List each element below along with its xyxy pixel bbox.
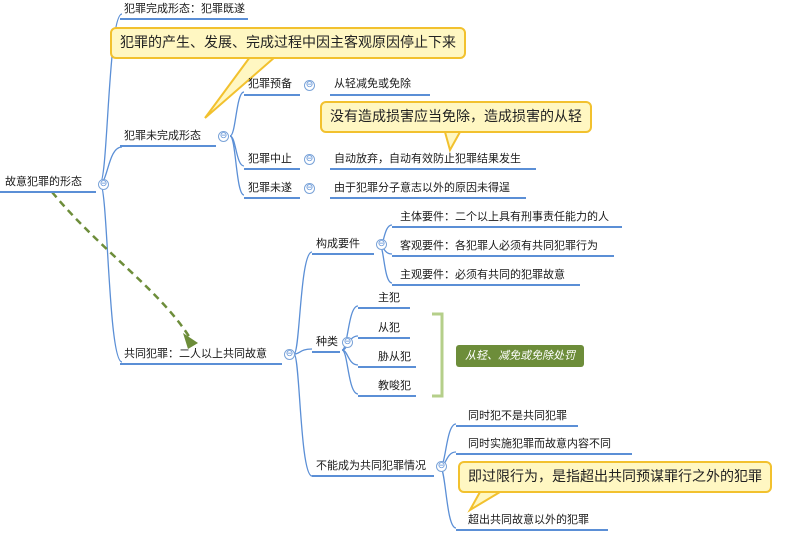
callout-incomplete-definition[interactable]: 犯罪的产生、发展、完成过程中因主客观原因停止下来 — [110, 27, 466, 59]
underline — [358, 307, 410, 309]
collapse-toggle-icon[interactable]: ⊖ — [342, 337, 353, 348]
underline — [244, 94, 300, 96]
collapse-toggle-icon[interactable]: ⊖ — [304, 183, 315, 194]
kinds-penalty-tag[interactable]: 从轻、减免或免除处罚 — [456, 345, 584, 367]
node-joint[interactable]: 共同犯罪：二人以上共同故意 — [124, 347, 267, 360]
node-abandon[interactable]: 犯罪中止 — [248, 152, 292, 165]
node-not-joint-1[interactable]: 同时犯不是共同犯罪 — [468, 409, 567, 422]
node-not-joint-2[interactable]: 同时实施犯罪而故意内容不同 — [468, 437, 611, 450]
node-prep[interactable]: 犯罪预备 — [248, 77, 292, 90]
node-attempt[interactable]: 犯罪未遂 — [248, 181, 292, 194]
node-kind-secondary[interactable]: 从犯 — [378, 321, 400, 334]
underline — [120, 18, 248, 20]
underline — [120, 363, 282, 365]
underline — [456, 453, 632, 455]
underline — [120, 145, 216, 147]
underline — [244, 168, 300, 170]
underline — [358, 366, 416, 368]
underline — [312, 253, 374, 255]
underline — [244, 197, 300, 199]
node-complete[interactable]: 犯罪完成形态：犯罪既遂 — [124, 2, 245, 15]
node-attempt-note[interactable]: 由于犯罪分子意志以外的原因未得逞 — [334, 181, 510, 194]
relation-arrow — [51, 191, 192, 339]
callout-excess-definition[interactable]: 即过限行为，是指超出共同预谋罪行之外的犯罪 — [458, 461, 772, 493]
collapse-toggle-icon[interactable]: ⊖ — [284, 349, 295, 360]
collapse-toggle-icon[interactable]: ⊖ — [376, 239, 387, 250]
node-incomplete[interactable]: 犯罪未完成形态 — [124, 129, 201, 142]
collapse-toggle-icon[interactable]: ⊖ — [304, 154, 315, 165]
node-kinds[interactable]: 种类 — [316, 335, 338, 348]
node-prep-note[interactable]: 从轻减免或免除 — [334, 77, 411, 90]
underline — [330, 197, 526, 199]
underline — [358, 395, 416, 397]
callout-tail-abandon — [443, 131, 462, 153]
root-node[interactable]: 故意犯罪的形态 — [5, 175, 82, 188]
underline — [392, 255, 614, 257]
node-element-subject[interactable]: 主体要件：二个以上具有刑事责任能力的人 — [400, 210, 609, 223]
node-abandon-note[interactable]: 自动放弃，自动有效防止犯罪结果发生 — [334, 152, 521, 165]
underline — [312, 351, 340, 353]
underline — [312, 475, 434, 477]
node-kind-instigator[interactable]: 教唆犯 — [378, 379, 411, 392]
node-not-joint[interactable]: 不能成为共同犯罪情况 — [316, 459, 426, 472]
underline — [456, 425, 578, 427]
callout-tail-excess — [467, 491, 504, 513]
underline — [330, 94, 430, 96]
collapse-toggle-icon[interactable]: ⊖ — [98, 179, 109, 190]
node-not-joint-3[interactable]: 超出共同故意以外的犯罪 — [468, 513, 589, 526]
node-elements[interactable]: 构成要件 — [316, 237, 360, 250]
relation-arrowhead — [183, 333, 198, 349]
kinds-bracket — [432, 312, 444, 398]
node-element-subjective[interactable]: 主观要件：必须有共同的犯罪故意 — [400, 268, 565, 281]
underline — [392, 226, 622, 228]
underline — [358, 337, 410, 339]
node-kind-coerced[interactable]: 胁从犯 — [378, 350, 411, 363]
collapse-toggle-icon[interactable]: ⊖ — [304, 80, 315, 91]
underline — [392, 284, 580, 286]
collapse-toggle-icon[interactable]: ⊖ — [218, 131, 229, 142]
node-kind-principal[interactable]: 主犯 — [378, 291, 400, 304]
underline — [456, 529, 608, 531]
root-underline — [0, 191, 96, 193]
underline — [330, 168, 536, 170]
collapse-toggle-icon[interactable]: ⊖ — [436, 461, 447, 472]
callout-abandon-rule[interactable]: 没有造成损害应当免除，造成损害的从轻 — [320, 101, 592, 133]
node-element-objective[interactable]: 客观要件：各犯罪人必须有共同犯罪行为 — [400, 239, 598, 252]
